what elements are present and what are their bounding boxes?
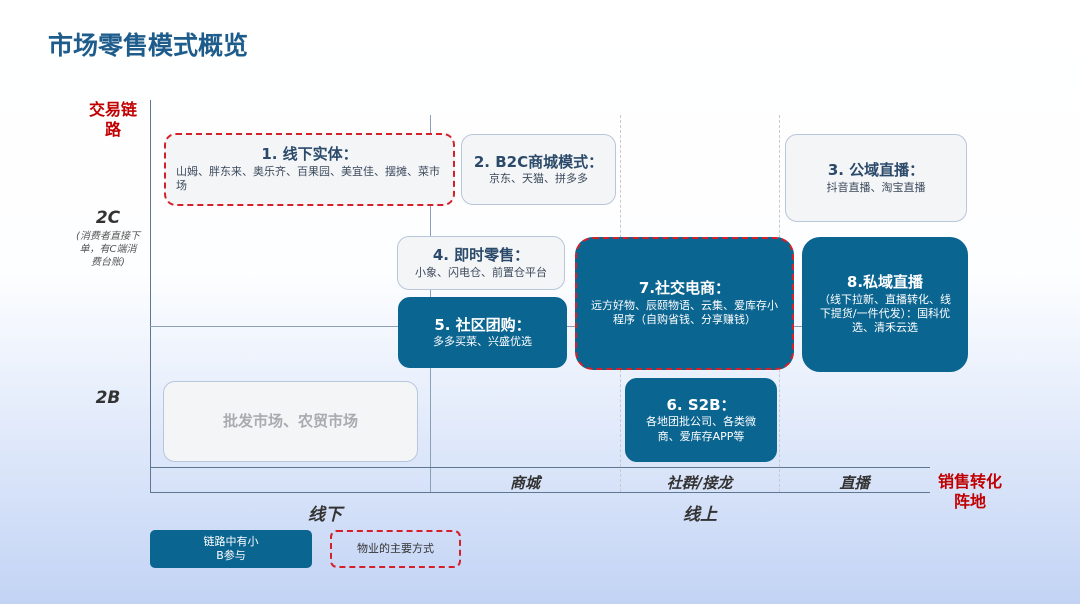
- legend-dashed-box: 物业的主要方式: [330, 530, 461, 568]
- page-title: 市场零售模式概览: [48, 31, 249, 60]
- box-desc: 批发市场、农贸市场: [222, 411, 358, 430]
- x-axis-line: [150, 492, 930, 493]
- box-desc: 远方好物、辰颐物语、云集、爱库存小程序（自购省钱、分享赚钱）: [591, 298, 778, 327]
- x-sub-mall: 商城: [509, 474, 540, 492]
- box-desc: （线下拉新、直播转化、线下提货/一件代发）：国科优选、清禾云选: [819, 292, 951, 335]
- box-desc: 京东、天猫、拼多多: [489, 172, 588, 186]
- y-axis-label: 交易链路: [88, 100, 137, 139]
- box-public-live: 3. 公域直播： 抖音直播、淘宝直播: [785, 134, 967, 222]
- x-tick-offline: 线下: [308, 505, 342, 525]
- y-tick-2c: 2C: [95, 208, 121, 228]
- box-title: 3. 公域直播：: [827, 161, 925, 180]
- box-wholesale-market: 批发市场、农贸市场: [163, 381, 418, 462]
- box-social-ecommerce: 7.社交电商： 远方好物、辰颐物语、云集、爱库存小程序（自购省钱、分享赚钱）: [575, 237, 794, 370]
- y-axis-line: [150, 100, 151, 492]
- box-title: 5. 社区团购：: [434, 315, 531, 334]
- box-title: 7.社交电商：: [638, 279, 731, 298]
- box-instant-retail: 4. 即时零售： 小象、闪电仓、前置仓平台: [397, 236, 565, 290]
- box-desc: 小象、闪电仓、前置仓平台: [415, 265, 547, 279]
- box-title: 1. 线下实体：: [261, 145, 358, 164]
- box-desc: 多多买菜、兴盛优选: [433, 335, 532, 349]
- legend-dark-box: 链路中有小B参与: [150, 530, 312, 568]
- box-title: 4. 即时零售：: [432, 246, 530, 265]
- box-title: 8.私域直播: [846, 273, 924, 292]
- x-sub-community: 社群/接龙: [666, 474, 733, 492]
- box-s2b: 6. S2B： 各地团批公司、各类微商、爱库存APP等: [625, 378, 777, 462]
- x-axis-label: 销售转化阵地: [938, 472, 1003, 511]
- y-tick-2b: 2B: [95, 388, 121, 408]
- box-private-live: 8.私域直播 （线下拉新、直播转化、线下提货/一件代发）：国科优选、清禾云选: [802, 237, 968, 372]
- legend-dark-label: 链路中有小B参与: [203, 534, 259, 562]
- x-axis-line-upper: [150, 467, 930, 468]
- box-offline-physical: 1. 线下实体： 山姆、胖东来、奥乐齐、百果园、美宜佳、摆摊、菜市场: [164, 133, 455, 206]
- box-desc: 各地团批公司、各类微商、爱库存APP等: [646, 415, 756, 443]
- x-sub-live: 直播: [839, 474, 870, 492]
- legend-dashed-label: 物业的主要方式: [357, 541, 434, 555]
- box-desc: 抖音直播、淘宝直播: [826, 180, 926, 194]
- x-tick-online: 线上: [683, 505, 717, 525]
- box-title: 6. S2B：: [666, 395, 736, 414]
- box-desc: 山姆、胖东来、奥乐齐、百果园、美宜佳、摆摊、菜市场: [176, 164, 440, 193]
- box-b2c-mall: 2. B2C商城模式： 京东、天猫、拼多多: [461, 134, 616, 205]
- box-community-group-buy: 5. 社区团购： 多多买菜、兴盛优选: [398, 297, 567, 368]
- box-title: 2. B2C商城模式：: [473, 152, 604, 171]
- y-tick-2c-note: (消费者直接下单，有C端消费台账): [76, 231, 140, 268]
